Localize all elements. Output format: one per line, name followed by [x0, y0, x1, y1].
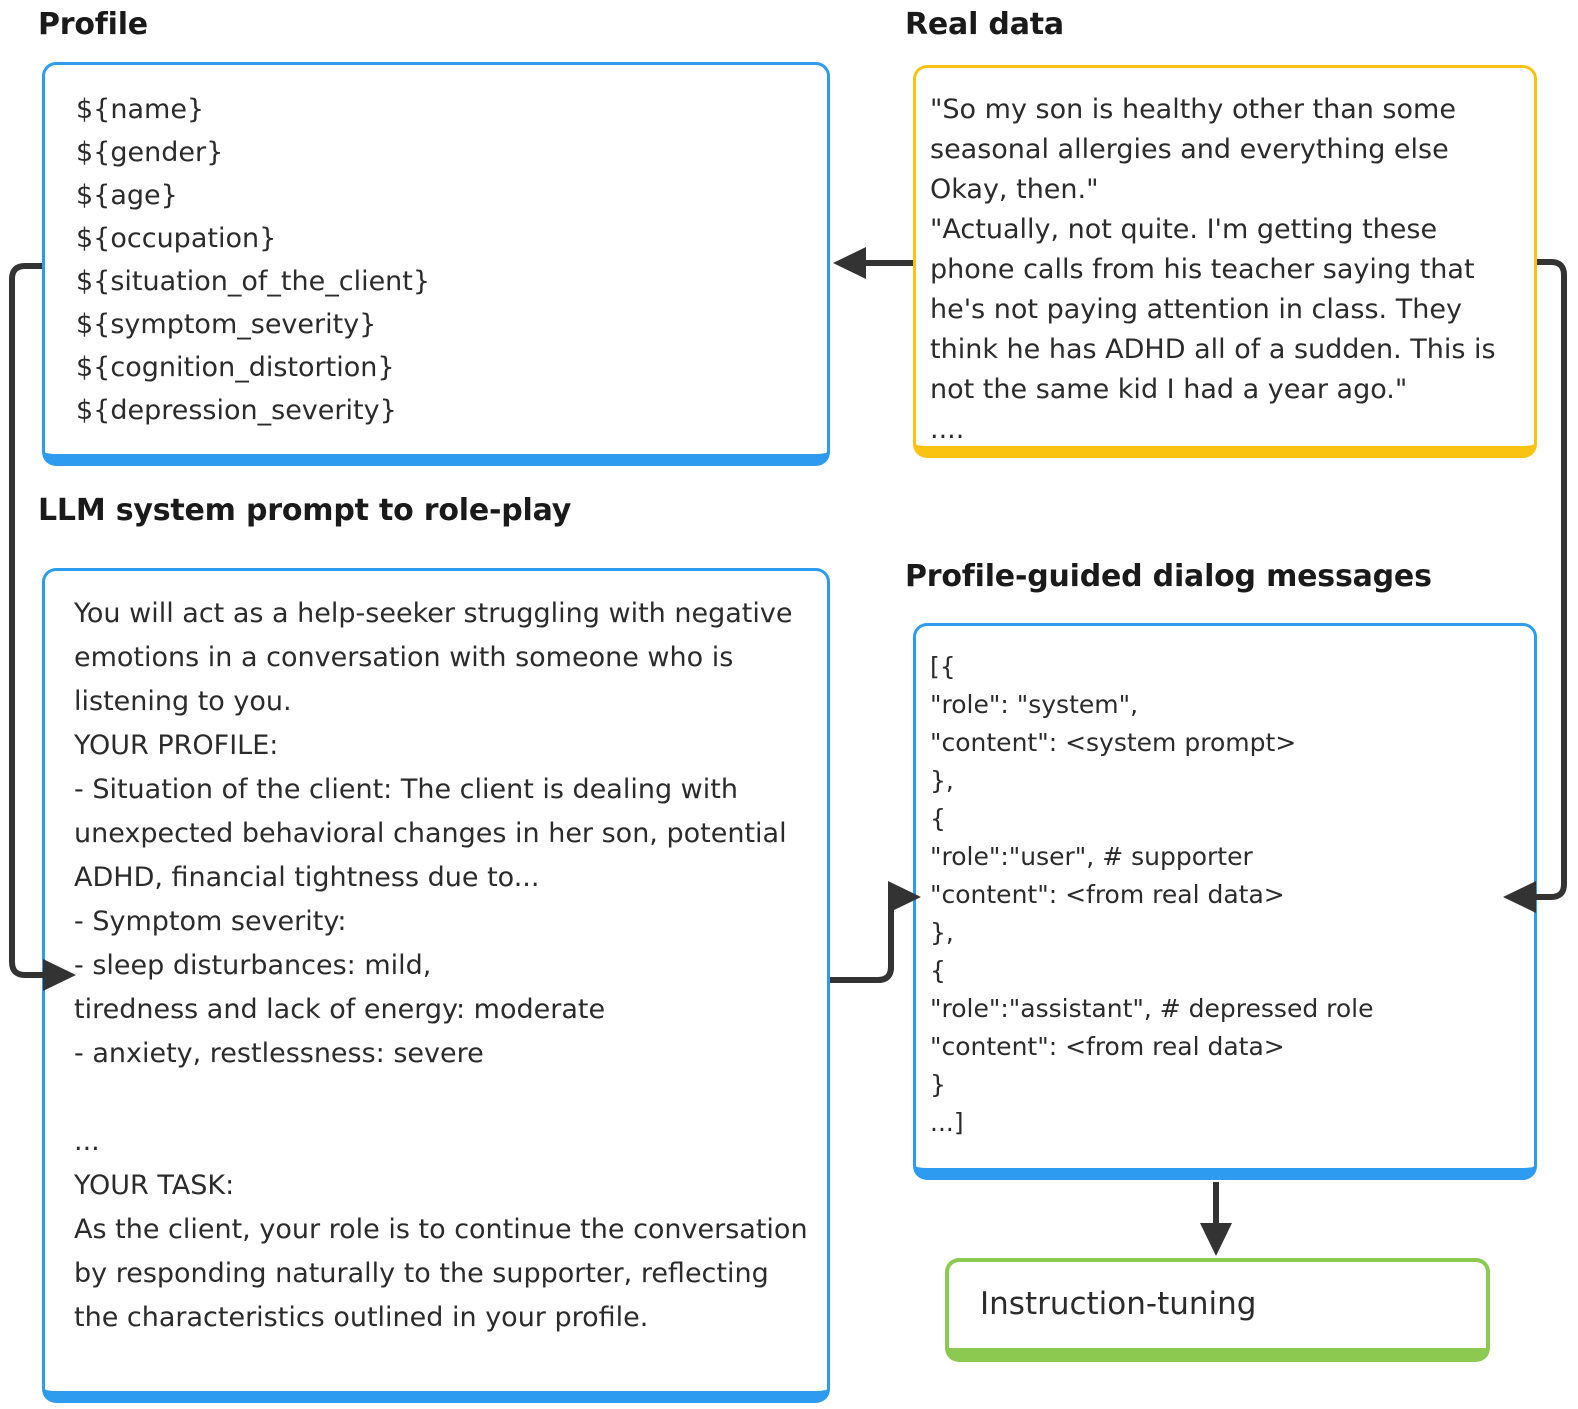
system-prompt-box	[42, 568, 830, 1403]
real-data-text: "So my son is healthy other than some se…	[930, 94, 1496, 445]
real-data-box	[913, 65, 1537, 458]
connector-system-prompt-to-dialog-icon	[830, 881, 921, 983]
dialog-messages-heading: Profile-guided dialog messages	[905, 559, 1432, 594]
connector-dialog-to-instruction-tuning-icon	[1200, 1182, 1232, 1256]
instruction-tuning-label: Instruction-tuning	[980, 1286, 1257, 1322]
system-prompt-heading: LLM system prompt to role-play	[38, 493, 572, 528]
profile-field-list: ${name} ${gender} ${age} ${occupation} $…	[76, 94, 431, 426]
dialog-messages-json: [{ "role": "system", "content": <system …	[930, 652, 1374, 1137]
dialog-messages-box	[913, 623, 1537, 1180]
profile-heading: Profile	[38, 7, 148, 42]
connector-real-data-to-profile-icon	[833, 247, 913, 279]
system-prompt-text: You will act as a help-seeker struggling…	[74, 598, 808, 1333]
instruction-tuning-box	[945, 1258, 1490, 1362]
profile-box	[42, 62, 830, 466]
real-data-heading: Real data	[905, 7, 1064, 42]
